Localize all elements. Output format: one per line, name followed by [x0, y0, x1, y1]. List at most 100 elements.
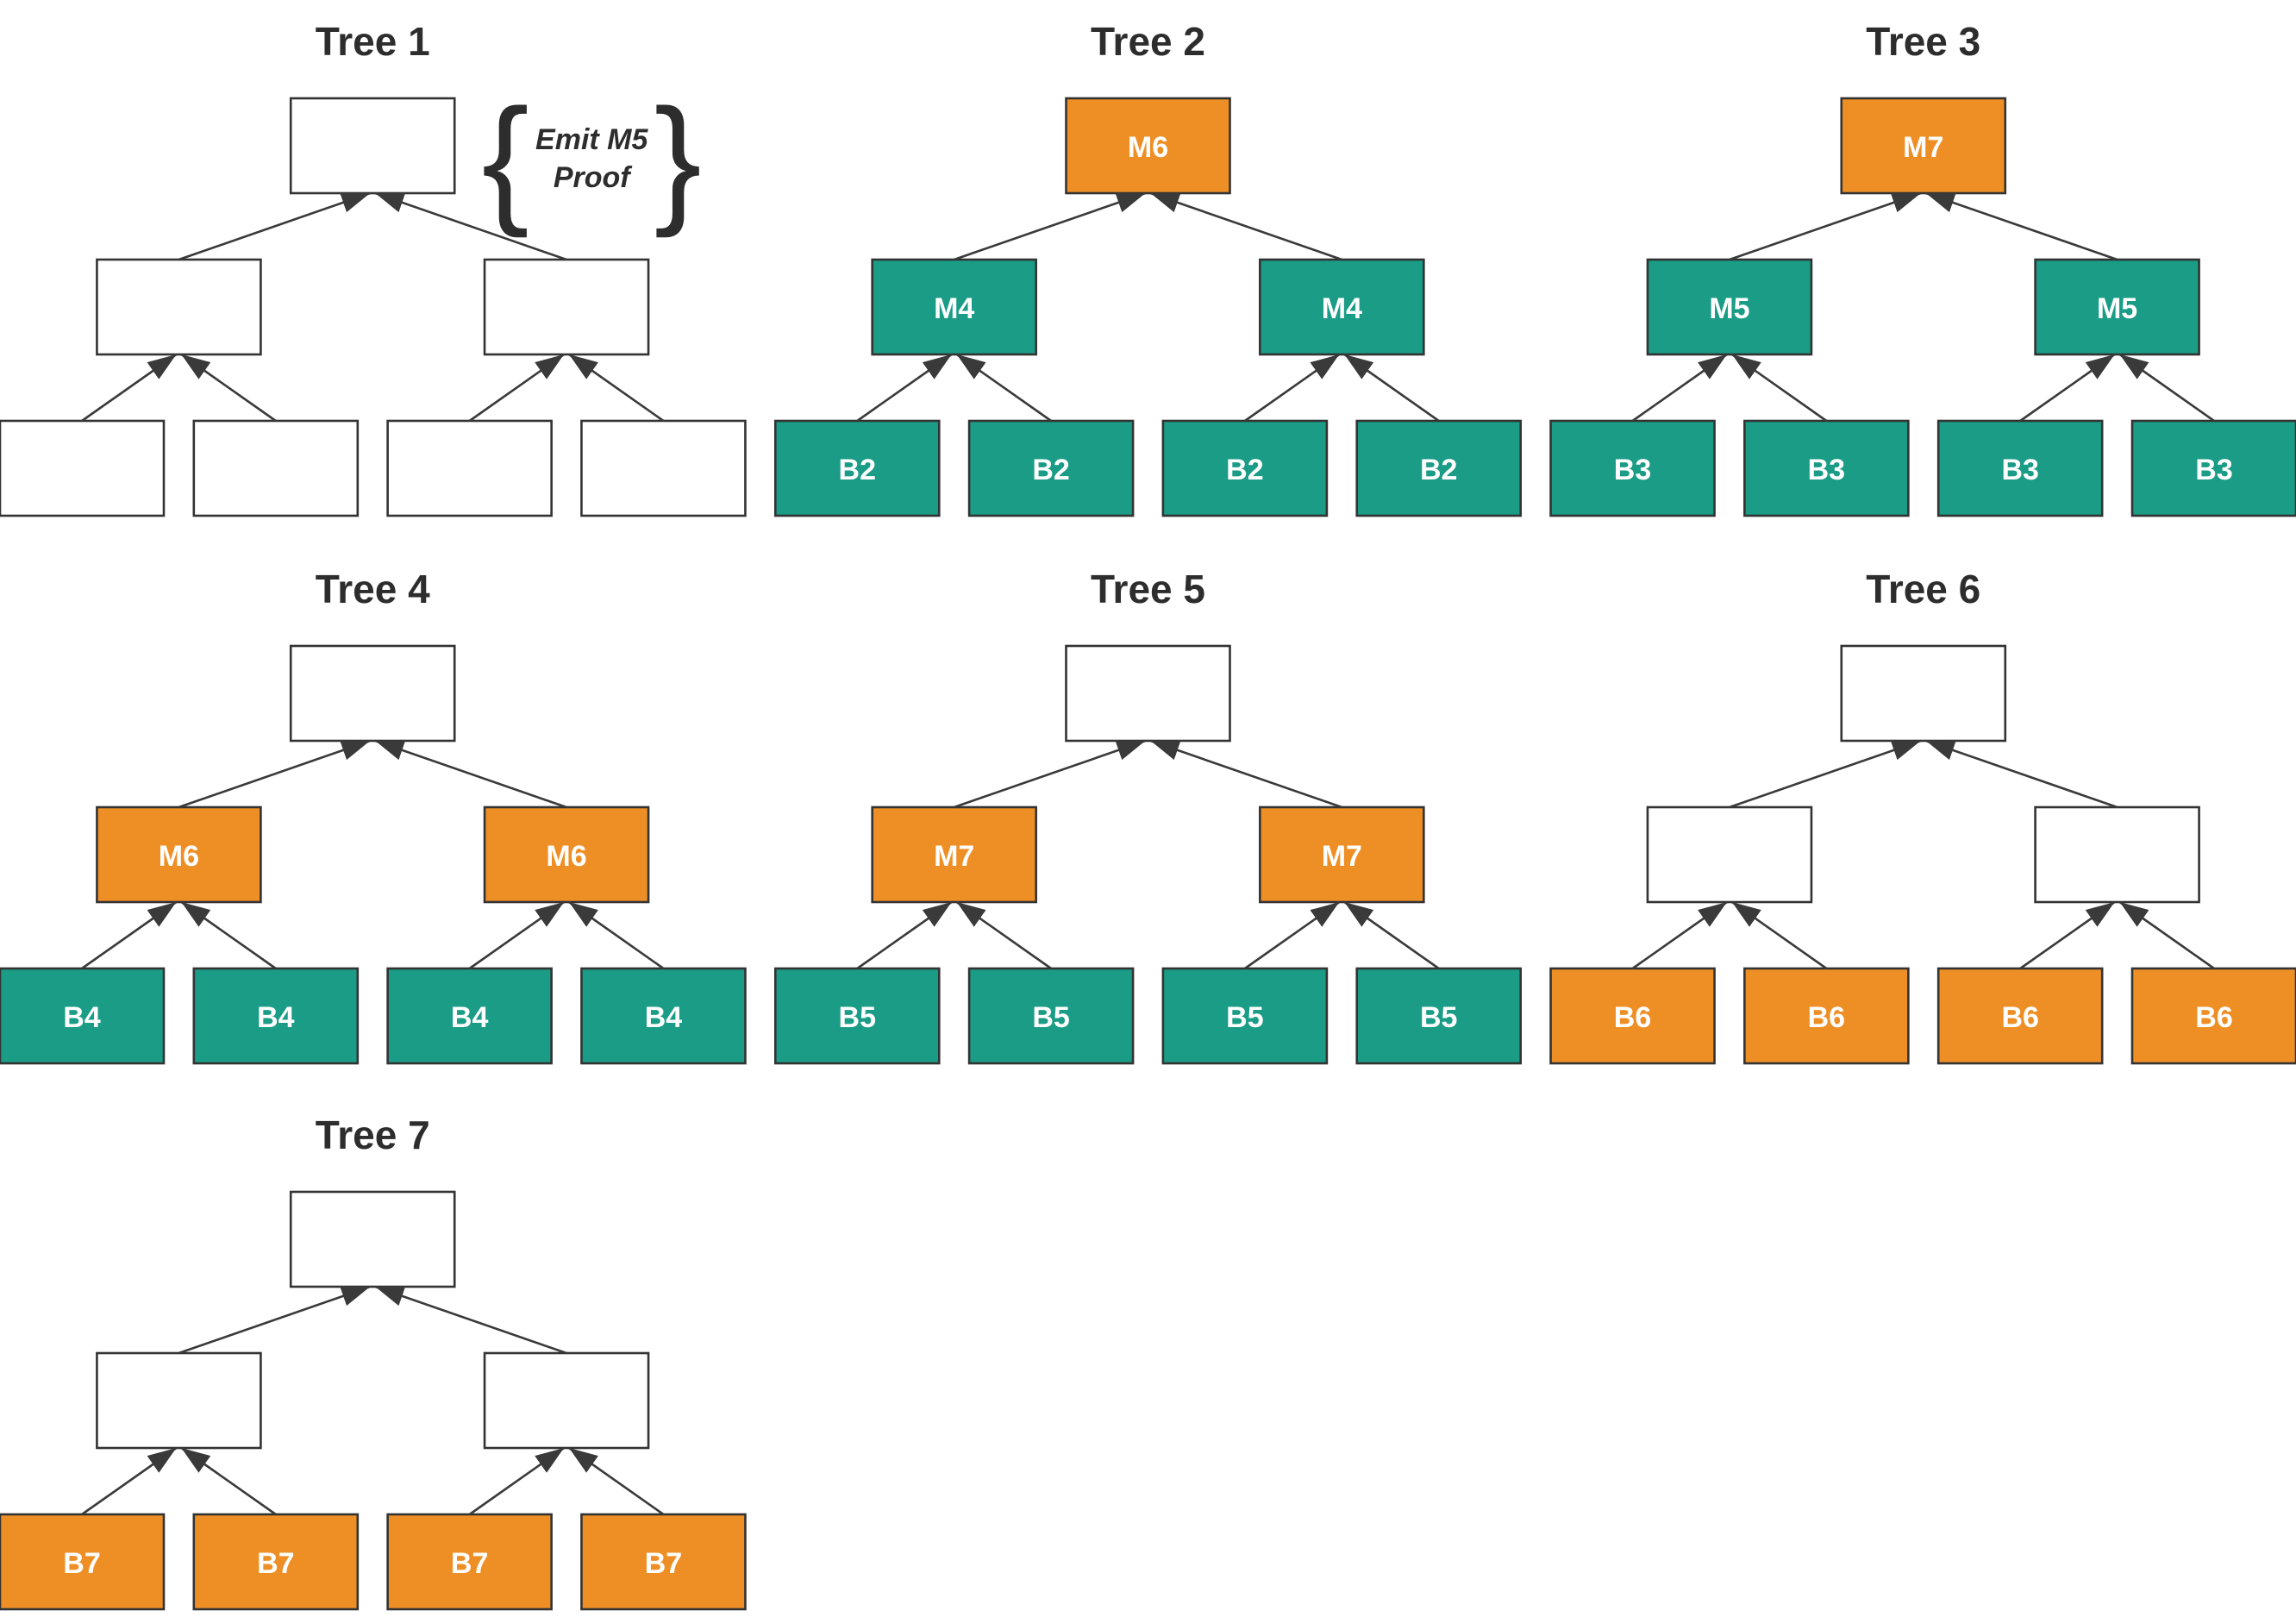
- edge: [1925, 191, 2118, 261]
- leaf-node: [1161, 419, 1329, 517]
- edge: [2118, 353, 2215, 423]
- root-node: [1840, 644, 2007, 743]
- tree-title: Tree 5: [1091, 567, 1205, 611]
- leaf-node-label: B3: [2195, 454, 2232, 486]
- edge: [180, 353, 277, 423]
- leaf-node: [773, 967, 941, 1065]
- edge: [468, 353, 565, 423]
- mid-node-label: M7: [934, 840, 974, 873]
- edge: [178, 1285, 371, 1355]
- edge: [180, 1446, 277, 1516]
- mid-node: [483, 1351, 650, 1450]
- leaf-node: [1743, 967, 1910, 1065]
- edge: [180, 900, 277, 970]
- edge: [1729, 191, 1922, 261]
- edge: [856, 353, 953, 423]
- leaf-node: [580, 967, 747, 1065]
- edge: [955, 353, 1052, 423]
- leaf-node: [192, 1513, 360, 1611]
- root-node: [289, 644, 456, 743]
- leaf-node-label: B3: [1808, 454, 1845, 486]
- leaf-node-label: B4: [645, 1001, 683, 1034]
- leaf-node-label: B7: [451, 1547, 488, 1580]
- edge: [1631, 353, 1728, 423]
- leaf-node-label: B2: [1420, 454, 1457, 486]
- edge: [178, 739, 371, 809]
- mid-node-label: M5: [2097, 292, 2137, 325]
- leaf-node-label: B6: [2001, 1001, 2038, 1034]
- tree-title: Tree 2: [1091, 19, 1205, 64]
- edge: [468, 1446, 565, 1516]
- leaf-node-label: B6: [1614, 1001, 1651, 1034]
- edge: [1244, 353, 1341, 423]
- edge: [81, 1446, 178, 1516]
- leaf-node-label: B7: [63, 1547, 100, 1580]
- leaf-node-label: B4: [451, 1001, 489, 1034]
- edge: [1343, 900, 1440, 970]
- edge: [1731, 900, 1828, 970]
- leaf-node: [0, 419, 166, 517]
- root-node: [1065, 97, 1231, 195]
- mid-node: [1259, 805, 1425, 904]
- leaf-node: [2130, 967, 2296, 1065]
- edge: [1731, 353, 1828, 423]
- edge: [568, 353, 665, 423]
- leaf-node: [1936, 967, 2104, 1065]
- edge: [1729, 739, 1922, 809]
- mid-node: [96, 1351, 262, 1450]
- leaf-node-label: B7: [645, 1547, 682, 1580]
- tree-title: Tree 6: [1866, 567, 1980, 611]
- edge: [954, 739, 1146, 809]
- leaf-node: [192, 419, 360, 517]
- edge: [374, 1285, 567, 1355]
- leaf-node: [1549, 967, 1716, 1065]
- mid-node: [483, 258, 650, 356]
- edge: [468, 900, 565, 970]
- root-node: [1840, 97, 2007, 195]
- root-node: [289, 97, 456, 195]
- leaf-node-label: B5: [1420, 1001, 1457, 1034]
- leaf-node-label: B6: [2195, 1001, 2232, 1034]
- mid-node-label: M4: [1322, 292, 1362, 325]
- mid-node-label: M4: [934, 292, 974, 325]
- root-node-label: M7: [1903, 131, 1943, 164]
- leaf-node-label: B5: [1226, 1001, 1263, 1034]
- leaf-node: [386, 419, 553, 517]
- leaf-node-label: B5: [839, 1001, 876, 1034]
- leaf-node-label: B2: [839, 454, 876, 486]
- edge: [178, 191, 371, 261]
- edge: [1343, 353, 1440, 423]
- edge: [1244, 900, 1341, 970]
- mid-node-label: M6: [159, 840, 199, 873]
- edge: [81, 900, 178, 970]
- leaf-node: [1355, 419, 1523, 517]
- leaf-node: [1743, 419, 1910, 517]
- right-brace: }: [654, 79, 702, 238]
- edge: [955, 900, 1052, 970]
- mid-node: [2034, 805, 2200, 904]
- edge: [856, 900, 953, 970]
- root-node-label: M6: [1128, 131, 1168, 164]
- leaf-node: [967, 419, 1135, 517]
- leaf-node-label: B4: [63, 1001, 101, 1034]
- mid-node: [1646, 258, 1813, 356]
- leaf-node-label: B4: [257, 1001, 295, 1034]
- leaf-node: [580, 419, 747, 517]
- annotation-line2: Proof: [554, 161, 633, 194]
- leaf-node-label: B5: [1032, 1001, 1069, 1034]
- edge: [374, 739, 567, 809]
- leaf-node-label: B3: [1614, 454, 1651, 486]
- edge: [568, 1446, 665, 1516]
- edge: [374, 191, 567, 261]
- leaf-node-label: B2: [1032, 454, 1069, 486]
- tree-title: Tree 4: [316, 567, 430, 611]
- root-node: [1065, 644, 1231, 743]
